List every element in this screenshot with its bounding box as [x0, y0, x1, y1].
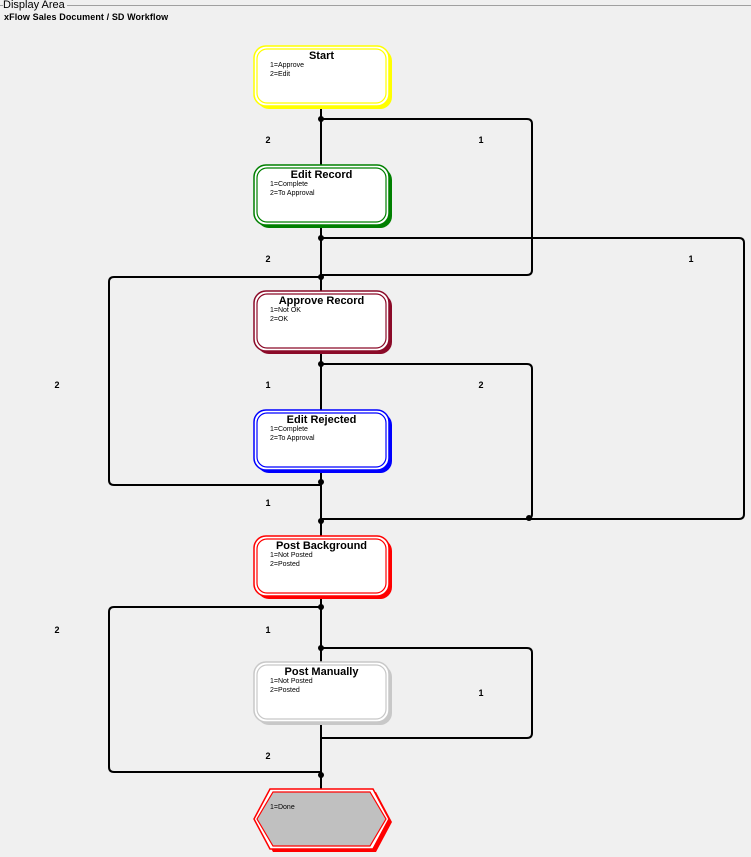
edge-label: 1: [265, 380, 270, 390]
edge-label: 1: [478, 135, 483, 145]
node-option: 1=Not OK: [270, 307, 301, 314]
node-body: [256, 538, 387, 594]
edge-label: 1: [265, 625, 270, 635]
edge-label: 2: [54, 380, 59, 390]
edge-label: 1: [688, 254, 693, 264]
node-body: [256, 48, 387, 104]
node-option: 2=To Approval: [270, 435, 315, 442]
node-title: Post Background: [276, 540, 367, 552]
edge-labels: 2 1 2 1 1 2 2 1 1 2 1 2: [54, 135, 693, 761]
node-option: 2=OK: [270, 316, 288, 323]
edge-start-to-approve-record: [321, 118, 533, 276]
node-option: 1=Approve: [270, 62, 304, 69]
node-body: [256, 167, 387, 223]
node-title: Edit Rejected: [287, 414, 357, 426]
node-body: [256, 791, 387, 847]
junction-dot: [318, 518, 324, 524]
junction-dot: [318, 645, 324, 651]
junction-dot: [318, 772, 324, 778]
display-area-label: Display Area: [3, 0, 67, 11]
junction-dots: [318, 116, 532, 778]
node-option: 2=To Approval: [270, 190, 315, 197]
node-start[interactable]: Start 1=Approve 2=Edit: [253, 45, 392, 109]
node-body: [256, 664, 387, 720]
edge-label: 2: [54, 625, 59, 635]
node-body: [256, 293, 387, 349]
node-option: 1=Not Posted: [270, 678, 313, 685]
node-option: 1=Not Posted: [270, 552, 313, 559]
junction-dot: [318, 479, 324, 485]
edges-layer: [108, 106, 745, 789]
node-title: Edit Record: [291, 169, 353, 181]
group-border: [0, 5, 751, 6]
junction-dot: [318, 235, 324, 241]
junction-dot: [318, 116, 324, 122]
node-option: 1=Complete: [270, 426, 308, 433]
node-body: [256, 412, 387, 468]
edge-label: 1: [478, 688, 483, 698]
junction-dot: [318, 274, 324, 280]
workflow-title: xFlow Sales Document / SD Workflow: [4, 12, 169, 22]
junction-dot: [318, 361, 324, 367]
edge-post-background-to-done: [108, 606, 321, 773]
node-title: Post Manually: [285, 666, 360, 678]
node-done[interactable]: 1=Done: [253, 788, 392, 852]
edge-label: 2: [265, 135, 270, 145]
node-title: Start: [309, 50, 334, 62]
junction-dot: [318, 604, 324, 610]
edge-label: 2: [265, 751, 270, 761]
node-option: 2=Posted: [270, 687, 300, 694]
node-title: Approve Record: [279, 295, 365, 307]
edge-label: 2: [265, 254, 270, 264]
edge-edit-record-to-post-background: [321, 237, 745, 520]
node-option: 1=Complete: [270, 181, 308, 188]
node-option: 1=Done: [270, 804, 295, 811]
junction-dot: [526, 515, 532, 521]
node-option: 2=Edit: [270, 71, 290, 78]
edge-label: 2: [478, 380, 483, 390]
edge-label: 1: [265, 498, 270, 508]
edge-post-manually-to-post-manually: [321, 647, 533, 739]
node-option: 2=Posted: [270, 561, 300, 568]
edge-edit-rejected-to-approve-record: [108, 276, 321, 486]
